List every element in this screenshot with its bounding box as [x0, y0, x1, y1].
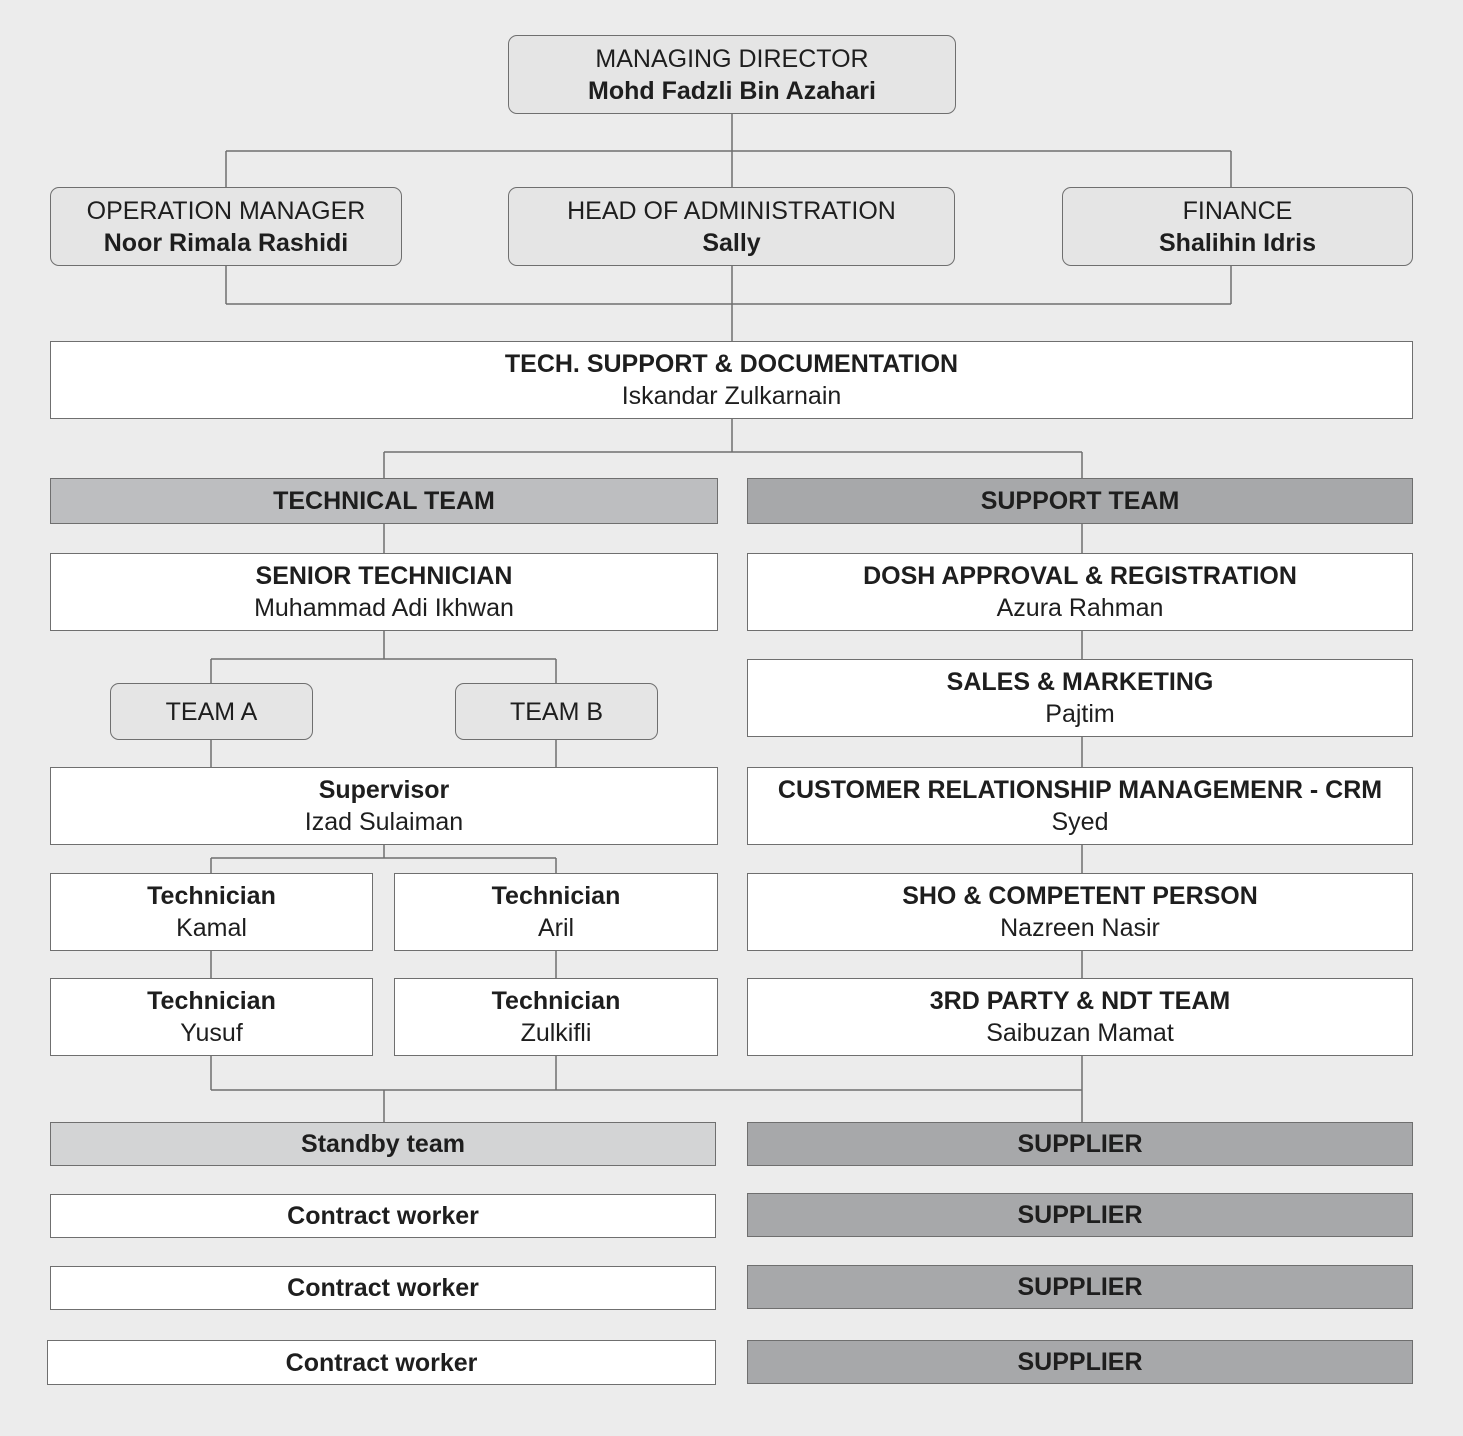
operation-manager-name: Noor Rimala Rashidi	[103, 228, 349, 257]
support-role-title: CUSTOMER RELATIONSHIP MANAGEMENR - CRM	[777, 776, 1383, 804]
supervisor-box: Supervisor Izad Sulaiman	[50, 767, 718, 845]
team-a-box: TEAM A	[110, 683, 313, 740]
support-role-name: Saibuzan Mamat	[986, 1019, 1174, 1047]
support-role-name: Pajtim	[1045, 700, 1115, 728]
technician-name: Zulkifli	[520, 1019, 592, 1047]
support-role-box: DOSH APPROVAL & REGISTRATION Azura Rahma…	[747, 553, 1413, 631]
senior-technician-box: SENIOR TECHNICIAN Muhammad Adi Ikhwan	[50, 553, 718, 631]
supplier-label: SUPPLIER	[1017, 1201, 1143, 1229]
head-admin-name: Sally	[702, 228, 761, 257]
contract-worker-label: Contract worker	[287, 1202, 479, 1230]
support-role-name: Azura Rahman	[996, 594, 1164, 622]
supplier-label: SUPPLIER	[1017, 1348, 1143, 1376]
supplier-box: SUPPLIER	[747, 1193, 1413, 1237]
supplier-box: SUPPLIER	[747, 1122, 1413, 1166]
team-b-box: TEAM B	[455, 683, 658, 740]
technician-title: Technician	[147, 882, 276, 910]
technician-title: Technician	[491, 987, 621, 1015]
operation-manager-box: OPERATION MANAGER Noor Rimala Rashidi	[50, 187, 402, 266]
supplier-label: SUPPLIER	[1017, 1130, 1143, 1158]
support-role-title: SALES & MARKETING	[946, 668, 1214, 696]
head-admin-box: HEAD OF ADMINISTRATION Sally	[508, 187, 955, 266]
support-role-title: SHO & COMPETENT PERSON	[902, 882, 1258, 910]
contract-worker-box: Contract worker	[50, 1194, 716, 1238]
supplier-box: SUPPLIER	[747, 1265, 1413, 1309]
support-role-box: CUSTOMER RELATIONSHIP MANAGEMENR - CRM S…	[747, 767, 1413, 845]
support-team-label: SUPPORT TEAM	[980, 487, 1180, 515]
technician-box: Technician Aril	[394, 873, 718, 951]
support-role-name: Syed	[1051, 808, 1109, 836]
technical-team-label: TECHNICAL TEAM	[273, 487, 495, 515]
tech-support-title: TECH. SUPPORT & DOCUMENTATION	[504, 350, 959, 378]
tech-support-box: TECH. SUPPORT & DOCUMENTATION Iskandar Z…	[50, 341, 1413, 419]
senior-technician-name: Muhammad Adi Ikhwan	[254, 594, 514, 622]
technical-team-header: TECHNICAL TEAM	[50, 478, 718, 524]
team-a-label: TEAM A	[165, 697, 258, 726]
standby-team-box: Standby team	[50, 1122, 716, 1166]
tech-support-name: Iskandar Zulkarnain	[621, 382, 842, 410]
supervisor-title: Supervisor	[318, 776, 450, 804]
standby-team-label: Standby team	[301, 1130, 465, 1158]
support-role-name: Nazreen Nasir	[1000, 914, 1160, 942]
support-role-title: 3RD PARTY & NDT TEAM	[929, 987, 1231, 1015]
technician-title: Technician	[147, 987, 276, 1015]
managing-director-title: MANAGING DIRECTOR	[595, 44, 869, 73]
managing-director-box: MANAGING DIRECTOR Mohd Fadzli Bin Azahar…	[508, 35, 956, 114]
finance-title: FINANCE	[1182, 196, 1293, 225]
operation-manager-title: OPERATION MANAGER	[86, 196, 366, 225]
contract-worker-box: Contract worker	[47, 1340, 716, 1385]
head-admin-title: HEAD OF ADMINISTRATION	[567, 196, 896, 225]
managing-director-name: Mohd Fadzli Bin Azahari	[588, 76, 876, 105]
support-team-header: SUPPORT TEAM	[747, 478, 1413, 524]
technician-box: Technician Kamal	[50, 873, 373, 951]
senior-technician-title: SENIOR TECHNICIAN	[255, 562, 513, 590]
contract-worker-box: Contract worker	[50, 1266, 716, 1310]
supervisor-name: Izad Sulaiman	[304, 808, 464, 836]
supplier-label: SUPPLIER	[1017, 1273, 1143, 1301]
technician-box: Technician Zulkifli	[394, 978, 718, 1056]
finance-name: Shalihin Idris	[1159, 228, 1316, 257]
support-role-box: 3RD PARTY & NDT TEAM Saibuzan Mamat	[747, 978, 1413, 1056]
technician-title: Technician	[491, 882, 621, 910]
support-role-box: SALES & MARKETING Pajtim	[747, 659, 1413, 737]
contract-worker-label: Contract worker	[287, 1274, 479, 1302]
support-role-title: DOSH APPROVAL & REGISTRATION	[863, 562, 1297, 590]
support-role-box: SHO & COMPETENT PERSON Nazreen Nasir	[747, 873, 1413, 951]
technician-name: Kamal	[176, 914, 247, 942]
contract-worker-label: Contract worker	[285, 1348, 478, 1377]
supplier-box: SUPPLIER	[747, 1340, 1413, 1384]
team-b-label: TEAM B	[509, 697, 604, 726]
technician-name: Yusuf	[180, 1019, 243, 1047]
technician-name: Aril	[537, 914, 575, 942]
technician-box: Technician Yusuf	[50, 978, 373, 1056]
finance-box: FINANCE Shalihin Idris	[1062, 187, 1413, 266]
